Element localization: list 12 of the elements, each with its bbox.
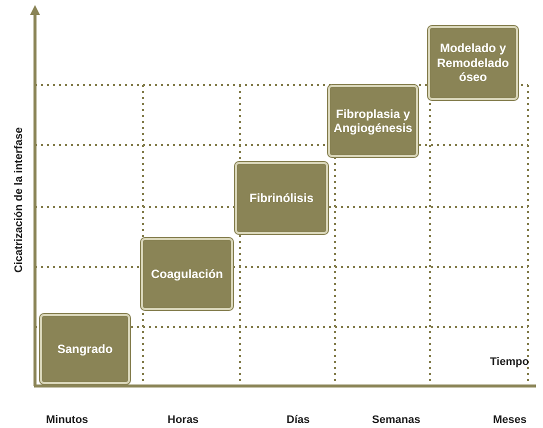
stage-box: Coagulación: [141, 238, 233, 310]
tick-label: Días: [286, 414, 310, 426]
axis-title: Tiempo: [490, 356, 529, 368]
stage-box: Modelado y Remodelado óseo: [428, 26, 518, 100]
tick-label: Semanas: [372, 414, 420, 426]
tick-label: Horas: [168, 414, 199, 426]
stage-box: Sangrado: [40, 314, 130, 384]
tick-label: Meses: [493, 414, 527, 426]
stage-box: Fibroplasia y Angiogénesis: [328, 85, 418, 157]
axis-title: Cicatrización de la interfase: [12, 127, 25, 273]
stage-box: Fibrinólisis: [235, 162, 328, 234]
tick-label: Minutos: [46, 414, 88, 426]
